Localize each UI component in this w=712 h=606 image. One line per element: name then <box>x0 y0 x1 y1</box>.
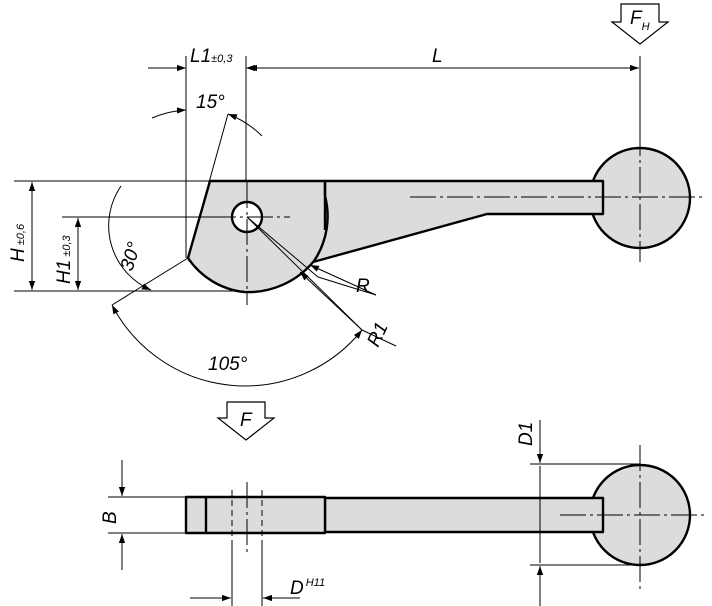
dimension-lines-bottom <box>118 420 544 606</box>
label-l: L <box>432 46 443 67</box>
label-f: F <box>240 410 253 431</box>
label-d1: D1 <box>516 422 537 446</box>
label-r1: R1 <box>363 319 392 350</box>
label-fh: FH <box>630 8 650 33</box>
force-arrow-f <box>216 401 276 441</box>
lever-arm-side <box>311 179 605 264</box>
label-angle-15: 15° <box>196 92 225 113</box>
label-r: R <box>356 276 370 297</box>
force-arrow-fh <box>610 3 670 45</box>
extension-lines-top <box>14 56 641 347</box>
label-h1: H1±0,3 <box>54 234 75 284</box>
label-h: H±0,6 <box>8 223 29 262</box>
side-view <box>186 130 705 305</box>
top-view <box>184 445 706 590</box>
label-angle-105: 105° <box>208 354 248 375</box>
label-b: B <box>100 511 121 524</box>
extension-lines-bottom <box>108 463 640 606</box>
label-angle-30: 30° <box>117 239 146 273</box>
labels: L1±0,3 L FH 15° 30° 105° H±0,6 H1±0,3 R … <box>8 8 650 599</box>
dimension-lines-top <box>28 64 639 387</box>
hub-body-side <box>186 179 329 294</box>
label-l1: L1±0,3 <box>190 46 233 67</box>
hub-body-top <box>184 495 327 535</box>
